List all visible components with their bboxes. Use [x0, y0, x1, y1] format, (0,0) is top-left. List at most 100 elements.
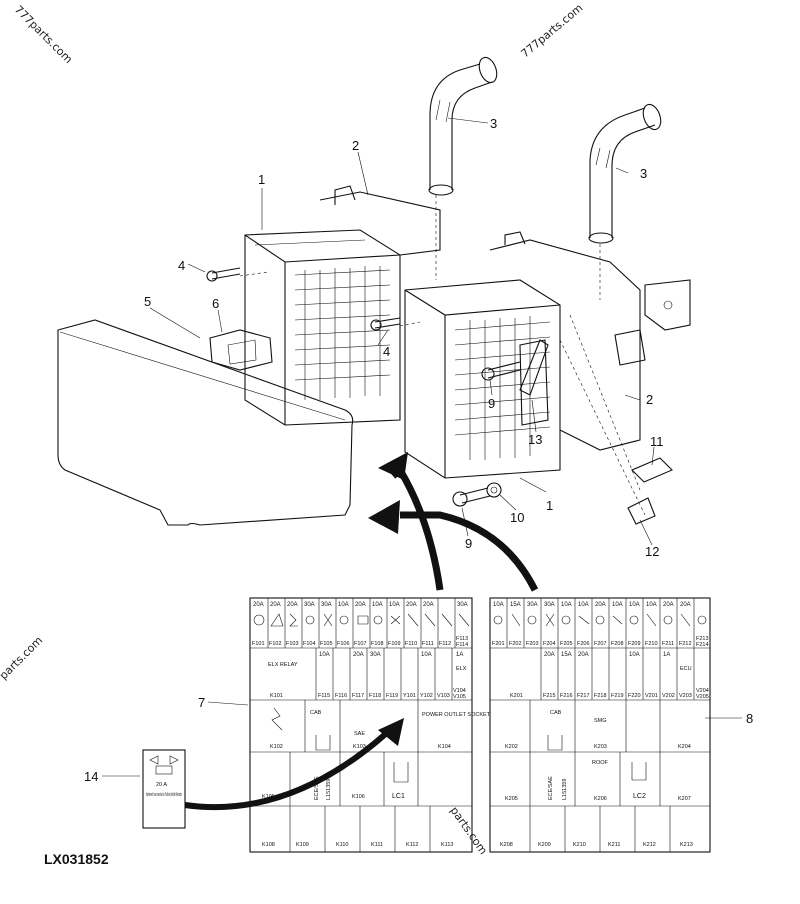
right-K209: K209: [538, 842, 551, 848]
right-K202: K202: [505, 744, 518, 750]
callout-8: 8: [746, 711, 753, 726]
terminal-12: [627, 497, 656, 525]
left-fuse-F118: F118: [369, 693, 381, 699]
left-amp-9: 10A: [389, 602, 400, 608]
right-fuse-F202: F202: [509, 641, 522, 647]
right-K213: K213: [680, 842, 693, 848]
fuse-panel-right: 10A 15A 30A 30A 10A 10A 20A 10A 10A 10A …: [489, 597, 711, 853]
left-fuse-F101: F101: [252, 641, 265, 647]
callout-3-right: 3: [640, 166, 647, 181]
left-elx: ELX: [456, 666, 467, 672]
left-V105: V105: [453, 694, 466, 700]
left-amp-6: 10A: [338, 602, 349, 608]
right-amp-12: 20A: [680, 602, 691, 608]
left-fuse-F111: F111: [422, 641, 434, 647]
callout-12: 12: [645, 544, 659, 559]
left-amp-11: 20A: [423, 602, 434, 608]
right-fuse-F219: F219: [611, 693, 624, 699]
callout-2-right: 2: [646, 392, 653, 407]
left-amp-5: 30A: [321, 602, 332, 608]
left-amp2-3: 30A: [370, 652, 381, 658]
callout-2-top: 2: [352, 138, 359, 153]
callout-1-top: 1: [258, 172, 265, 187]
screw-9-upper: [481, 361, 521, 381]
callout-leaders: [102, 117, 742, 777]
left-K108: K108: [262, 842, 275, 848]
washer-10: [486, 482, 502, 498]
left-K102: K102: [270, 744, 283, 750]
fuse-box-cover: [57, 319, 354, 526]
fuse-box-right: [404, 231, 646, 479]
right-lc2: LC2: [633, 793, 646, 800]
left-K109: K109: [296, 842, 309, 848]
left-sae: SAE: [354, 731, 365, 737]
arrow-head-lower: [368, 500, 400, 534]
callout-4-right: 4: [383, 344, 390, 359]
fuse-decal: 20 A Implement fuse mounted on Toolbox b…: [142, 749, 186, 829]
right-fuse-F201: F201: [492, 641, 505, 647]
arrows: [184, 452, 539, 811]
right-amp2-3: 20A: [578, 652, 589, 658]
right-amp-8: 10A: [612, 602, 623, 608]
right-K205: K205: [505, 796, 518, 802]
bracket-right: [644, 279, 691, 331]
callout-13: 13: [528, 432, 542, 447]
left-fuse-F102: F102: [269, 641, 282, 647]
screw-4-left: [206, 267, 241, 282]
right-amp-5: 10A: [561, 602, 572, 608]
left-fuse-F113: F113: [456, 636, 468, 642]
left-V103: V103: [437, 693, 450, 699]
watermark-bottom: parts.com: [448, 804, 490, 857]
left-fuse-F119: F119: [386, 693, 398, 699]
left-amp-10: 20A: [406, 602, 417, 608]
right-K206: K206: [594, 796, 607, 802]
right-cab: CAB: [550, 710, 562, 716]
fuse-grid-left: [294, 266, 391, 400]
right-amp2-2: 15A: [561, 652, 572, 658]
left-fuse-F114: F114: [456, 642, 468, 648]
right-V204: V204: [696, 688, 709, 694]
watermark-top-right: 777parts.com: [519, 1, 586, 60]
right-roof: ROOF: [592, 760, 609, 766]
right-fuse-F220: F220: [628, 693, 641, 699]
right-K204: K204: [678, 744, 691, 750]
left-amp2-5: 1A: [456, 652, 463, 658]
right-K211: K211: [608, 842, 620, 848]
right-K210: K210: [573, 842, 586, 848]
left-amp-4: 30A: [304, 602, 315, 608]
right-l151: L151359: [562, 779, 568, 800]
left-K111: K111: [371, 842, 383, 848]
right-amp2-4: 10A: [629, 652, 640, 658]
left-amp2-1: 10A: [319, 652, 330, 658]
left-K103: K103: [353, 744, 366, 750]
arrow-head-decal: [378, 718, 404, 746]
right-fuse-F217: F217: [577, 693, 590, 699]
right-fuse-F209: F209: [628, 641, 641, 647]
left-fuse-F104: F104: [303, 641, 316, 647]
callout-3-left: 3: [490, 116, 497, 131]
right-amp-9: 10A: [629, 602, 640, 608]
left-fuse-F105: F105: [320, 641, 333, 647]
left-fuse-F110: F110: [405, 641, 417, 647]
callout-7: 7: [198, 695, 205, 710]
right-V203: V203: [679, 693, 692, 699]
left-lc1: LC1: [392, 793, 405, 800]
right-K203: K203: [594, 744, 607, 750]
right-fuse-F215: F215: [543, 693, 556, 699]
right-fuse-F218: F218: [594, 693, 607, 699]
right-fuse-F216: F216: [560, 693, 573, 699]
right-amp-4: 30A: [544, 602, 555, 608]
right-ece-sae: ECE/SAE: [548, 776, 554, 800]
right-K201: K201: [510, 693, 523, 699]
left-fuse-F107: F107: [354, 641, 367, 647]
right-amp-11: 20A: [663, 602, 674, 608]
screw-4-right: [370, 317, 401, 331]
left-K104: K104: [438, 744, 451, 750]
right-ecu: ECU: [680, 666, 692, 672]
right-V201: V201: [645, 693, 658, 699]
left-K105: K105: [262, 794, 275, 800]
callout-labels: 1 2 3 3 4 4 5 6 2 9 13 11 1 10 9 12 7 8 …: [84, 116, 753, 784]
watermark-left: parts.com: [0, 634, 45, 682]
right-fuse-F213: F213: [696, 636, 709, 642]
